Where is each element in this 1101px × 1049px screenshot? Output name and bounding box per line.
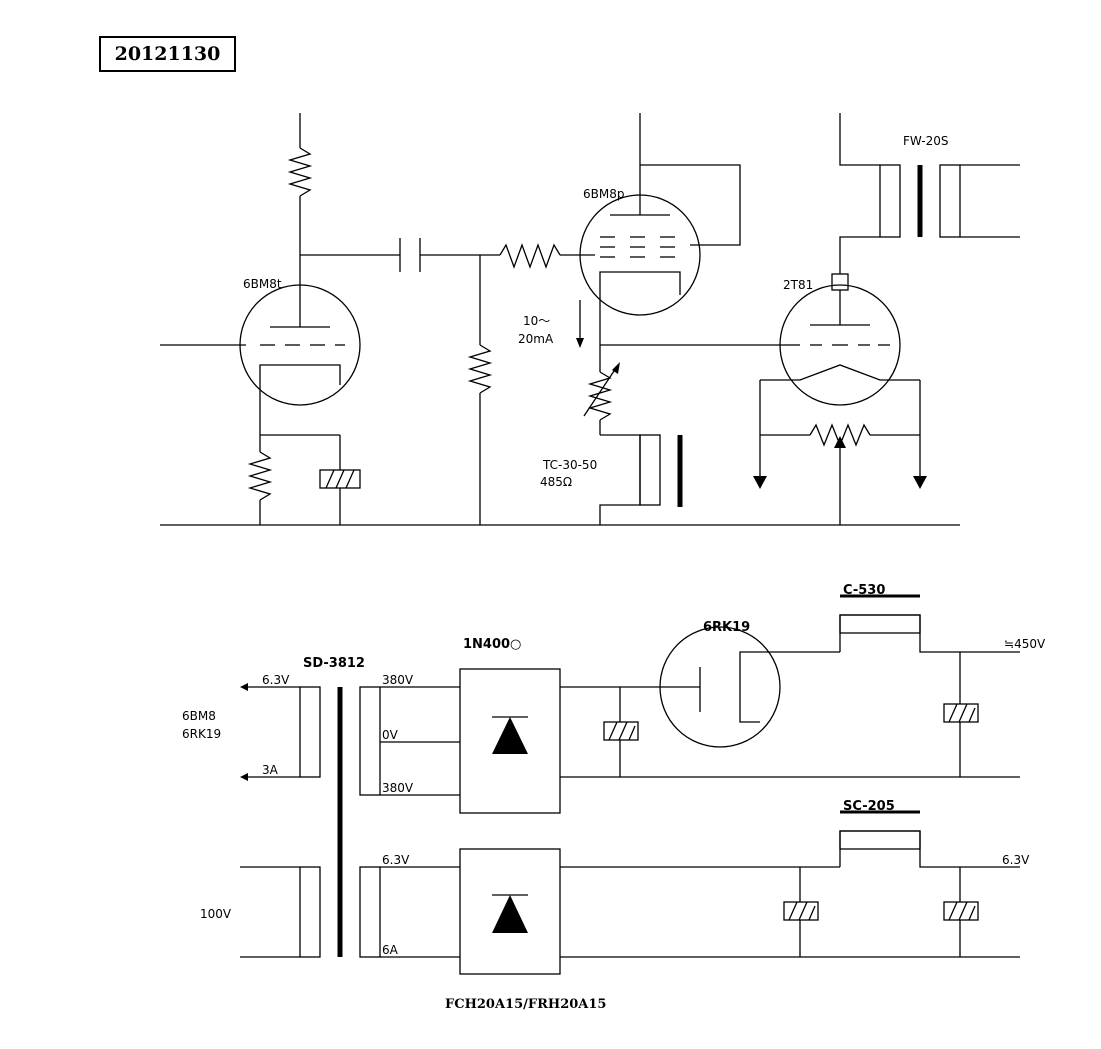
lv-secondary-winding — [359, 866, 381, 958]
choke-resistance-label: 485Ω — [540, 475, 572, 489]
cathode-resistor-v1 — [247, 435, 273, 525]
lv-filter-cap-1 — [783, 867, 819, 957]
variable-resistor — [583, 362, 620, 435]
tube-v2-label: 6BM8p — [583, 187, 624, 201]
sec-top-label: 380V — [382, 673, 414, 687]
cathode-capacitor-v1 — [319, 435, 361, 525]
filament-hum-pot — [753, 380, 927, 525]
hv-filter-cap-2 — [943, 652, 979, 777]
heater-output-wires — [240, 683, 300, 781]
heater-load-label-2: 6RK19 — [182, 727, 221, 741]
tube-v1-label: 6BM8t — [243, 277, 282, 291]
heater-current-label: 3A — [262, 763, 279, 777]
current-label-line2: 20mA — [518, 332, 554, 346]
tube-v3-label: 2T81 — [783, 278, 813, 292]
choke-c530 — [839, 594, 1020, 653]
power-transformer-label: SD-3812 — [303, 656, 365, 671]
output-transformer-label: FW-20S — [903, 134, 949, 148]
choke-hv-label: C-530 — [843, 583, 885, 598]
heater-winding — [299, 686, 321, 778]
primary-voltage-label: 100V — [200, 907, 232, 921]
tube-v2 — [579, 113, 701, 316]
current-label-line1: 10～ — [523, 314, 550, 328]
tube-v1 — [239, 284, 361, 406]
sec2-current-label: 6A — [382, 943, 399, 957]
hv-output-label: ≒450V — [1004, 637, 1046, 651]
v3-plate-wire — [839, 236, 880, 274]
heater-load-label-1: 6BM8 — [182, 709, 216, 723]
grid-leak-resistor — [467, 255, 493, 525]
rect-tube-label: 6RK19 — [703, 620, 750, 635]
choke-tc — [599, 434, 683, 525]
v2-triode-strap — [640, 164, 741, 246]
sec-mid-label: 0V — [382, 728, 399, 742]
date-box: 20121130 — [99, 36, 236, 72]
grid-stopper-resistor — [499, 243, 595, 269]
primary-winding — [299, 866, 321, 958]
choke-sc205 — [839, 810, 1020, 868]
bridge-part-label: FCH20A15/FRH20A15 — [445, 997, 606, 1012]
rect-diode-label: 1N400○ — [463, 637, 521, 652]
output-transformer — [839, 113, 1020, 238]
lv-filter-cap-2 — [943, 867, 979, 957]
lv-output-label: 6.3V — [1002, 853, 1030, 867]
hv-filter-cap-1 — [560, 686, 700, 777]
choke-label: TC-30-50 — [542, 458, 597, 472]
lv-bridge-rectifier — [380, 848, 561, 975]
choke-lv-label: SC-205 — [843, 799, 895, 814]
heater-voltage-label: 6.3V — [262, 673, 290, 687]
rectifier-tube-6rk19 — [659, 626, 840, 748]
coupling-capacitor — [300, 238, 500, 272]
hv-bridge-rectifier — [380, 668, 561, 814]
hv-secondary-winding — [359, 686, 381, 796]
sec2-voltage-label: 6.3V — [382, 853, 410, 867]
sec-bot-label: 380V — [382, 781, 414, 795]
tube-v3 — [760, 273, 920, 406]
current-arrow — [576, 300, 584, 348]
plate-resistor-v1 — [287, 113, 313, 255]
